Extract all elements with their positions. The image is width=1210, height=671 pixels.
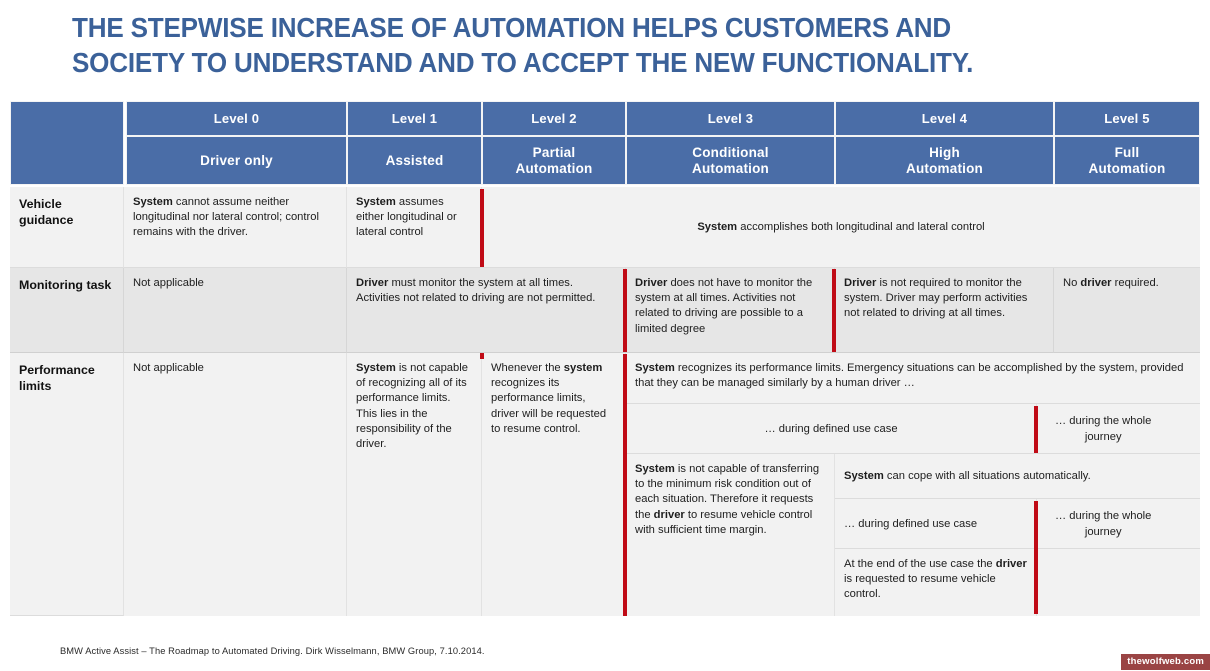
cell-vehicle-guidance-level-0: System cannot assume neither longitudina…: [124, 187, 347, 268]
cell-text: must monitor the system at all times. Ac…: [356, 277, 596, 305]
cell-performance-level-4-cope: System can cope with all situations auto…: [835, 454, 1200, 499]
bold-term-system: System: [356, 362, 396, 374]
cell-performance-level-4-use-case: … during defined use case: [835, 499, 1037, 549]
cell-text-suffix: required.: [1111, 277, 1159, 289]
header-name-level-0: Driver only: [126, 136, 347, 185]
header-level-3: Level 3: [626, 101, 835, 136]
header-name-level-2: Partial Automation: [482, 136, 626, 185]
cell-performance-level-0: Not applicable: [124, 353, 347, 616]
cell-performance-level-5-filler: [1037, 549, 1200, 616]
header-name-level-4: High Automation: [835, 136, 1054, 185]
cell-text-2: is requested to resume vehicle control.: [844, 573, 996, 601]
cell-text: can cope with all situations automatical…: [886, 470, 1091, 483]
row-label-vehicle-guidance: Vehicle guidance: [10, 187, 124, 268]
cell-performance-level-5-whole-journey: … during the whole journey: [1037, 499, 1200, 549]
cell-text-prefix: No: [1063, 277, 1081, 289]
cell-text: At the end of the use case the: [844, 558, 996, 570]
header-level-1: Level 1: [347, 101, 482, 136]
header-name-level-1: Assisted: [347, 136, 482, 185]
red-divider-row2-level2-3: [623, 269, 627, 352]
header-corner-cell: [10, 101, 124, 185]
cell-monitoring-level-3: Driver does not have to monitor the syst…: [626, 268, 835, 353]
cell-text: accomplishes both longitudinal and later…: [740, 221, 985, 234]
red-divider-row1: [480, 189, 484, 267]
cell-text: assumes either longitudinal or lateral c…: [356, 196, 457, 239]
cell-text-suffix: recognizes its performance limits, drive…: [491, 377, 607, 435]
cell-monitoring-level-0: Not applicable: [124, 268, 347, 353]
cell-performance-banner-levels-3-5: System recognizes its performance limits…: [626, 353, 1200, 404]
row-label-monitoring-task: Monitoring task: [10, 268, 124, 353]
cell-text: cannot assume neither longitudinal nor l…: [133, 196, 319, 239]
table-grid: Level 0 Level 1 Level 2 Level 3 Level 4 …: [10, 101, 1200, 616]
cell-text-prefix: Whenever the: [491, 362, 564, 374]
cell-text: is not required to monitor the system. D…: [844, 277, 1028, 320]
cell-performance-level-3-detail: System is not capable of transferring to…: [626, 454, 835, 616]
header-level-0: Level 0: [126, 101, 347, 136]
red-divider-row3-usecase-journey-bottom: [1034, 501, 1038, 614]
header-level-4: Level 4: [835, 101, 1054, 136]
cell-vehicle-guidance-merged-levels-2-5: System accomplishes both longitudinal an…: [482, 187, 1200, 268]
bold-term-system: System: [635, 362, 675, 374]
cell-performance-level-2: Whenever the system recognizes its perfo…: [482, 353, 626, 616]
cell-text-2: to resume vehicle control with sufficien…: [635, 508, 813, 536]
cell-monitoring-level-5: No driver required.: [1054, 268, 1200, 353]
source-footnote: BMW Active Assist – The Roadmap to Autom…: [60, 646, 485, 657]
cell-text: recognizes its performance limits. Emerg…: [635, 362, 1184, 390]
cell-text: does not have to monitor the system at a…: [635, 277, 813, 335]
automation-levels-table: Level 0 Level 1 Level 2 Level 3 Level 4 …: [10, 101, 1200, 616]
header-name-level-5: Full Automation: [1054, 136, 1200, 185]
bold-term-driver: driver: [995, 558, 1027, 570]
bold-term-driver: Driver: [635, 277, 668, 289]
red-divider-row3-level1-2: [480, 353, 484, 359]
cell-vehicle-guidance-level-1: System assumes either longitudinal or la…: [347, 187, 482, 268]
bold-term-driver: Driver: [844, 277, 877, 289]
bold-term-driver: driver: [653, 508, 685, 521]
cell-monitoring-level-4: Driver is not required to monitor the sy…: [835, 268, 1054, 353]
cell-performance-use-case-levels-3-4: … during defined use case: [626, 404, 1037, 454]
bold-term-driver: Driver: [356, 277, 389, 289]
cell-text: is not capable of recognizing all of its…: [356, 362, 468, 451]
bold-term-system: System: [635, 463, 675, 475]
header-level-5: Level 5: [1054, 101, 1200, 136]
header-name-level-3: Conditional Automation: [626, 136, 835, 185]
bold-term-driver: driver: [1080, 277, 1112, 289]
cell-performance-level-1: System is not capable of recognizing all…: [347, 353, 482, 616]
bold-term-system: System: [356, 196, 396, 208]
page-title: THE STEPWISE INCREASE OF AUTOMATION HELP…: [72, 12, 974, 79]
bold-term-system: System: [133, 196, 173, 208]
red-divider-row3-level2-3: [623, 354, 627, 616]
cell-text: is not capable of transferring to the mi…: [635, 463, 820, 521]
red-divider-row3-usecase-journey-top: [1034, 406, 1038, 453]
red-divider-row2-level3-4: [832, 269, 836, 352]
cell-performance-level-4-end: At the end of the use case the driver is…: [835, 549, 1037, 616]
cell-monitoring-levels-1-2: Driver must monitor the system at all ti…: [347, 268, 626, 353]
bold-term-system: system: [563, 362, 603, 374]
bold-term-system: System: [697, 221, 738, 234]
watermark-badge: thewolfweb.com: [1121, 654, 1210, 670]
cell-performance-whole-journey-level-5: … during the whole journey: [1037, 404, 1200, 454]
bold-term-system: System: [844, 470, 884, 483]
row-label-performance-limits: Performance limits: [10, 353, 124, 616]
header-level-2: Level 2: [482, 101, 626, 136]
